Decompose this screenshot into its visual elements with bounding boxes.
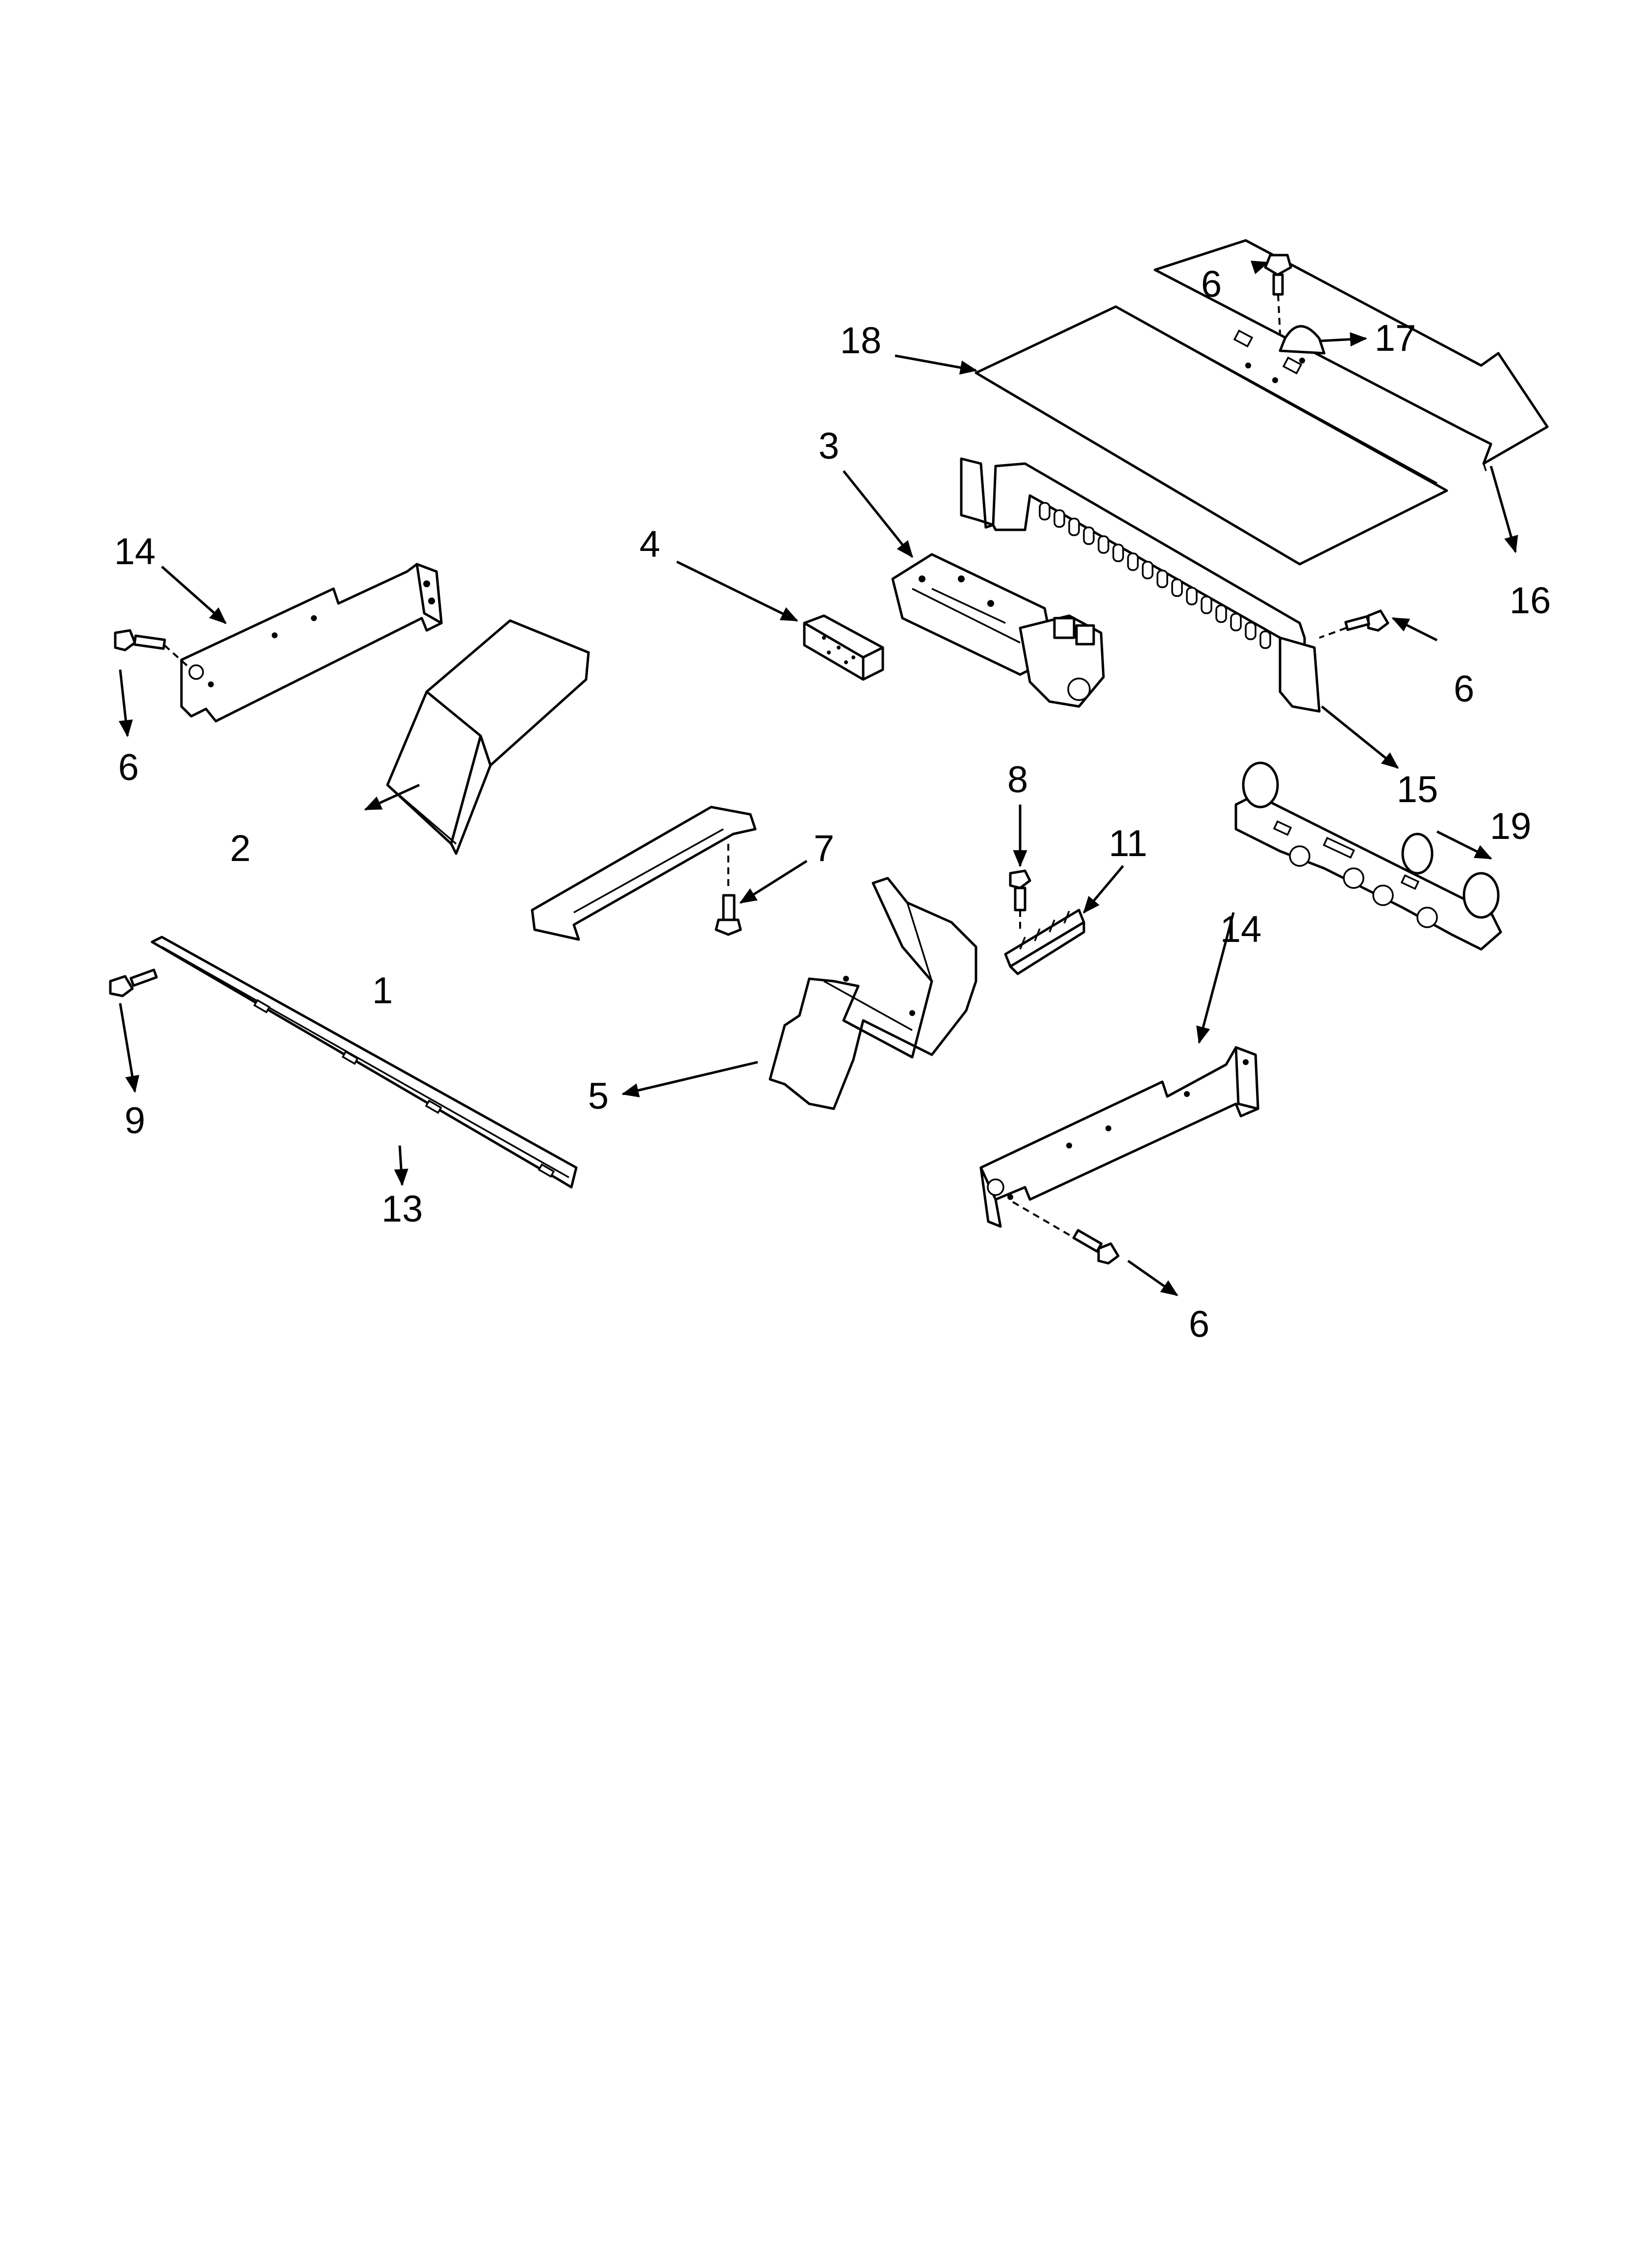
callout-18: 18 — [840, 320, 882, 362]
part-8-screw — [1009, 869, 1031, 930]
callout-3: 3 — [819, 425, 839, 467]
part-9-screw — [109, 968, 158, 997]
callout-14-right: 14 — [1220, 909, 1262, 950]
part-6-screw-right — [1319, 609, 1389, 639]
part-2-duct — [386, 619, 590, 855]
part-15-slotted-bracket — [960, 457, 1321, 713]
callout-14-left: 14 — [114, 531, 156, 573]
callout-11: 11 — [1109, 823, 1148, 864]
part-18-cover-sheet — [975, 305, 1448, 566]
part-4-block — [803, 614, 884, 681]
part-17-clamp — [1279, 325, 1326, 364]
part-16-top-panel — [1154, 239, 1549, 471]
callout-16: 16 — [1510, 580, 1551, 622]
part-6-screw-left — [114, 629, 190, 668]
part-11-terminal-block — [1004, 909, 1085, 975]
callout-5: 5 — [588, 1075, 609, 1117]
part-14-bracket-right — [979, 1046, 1259, 1228]
part-6-screw-bottom — [1012, 1201, 1120, 1265]
callout-17: 17 — [1375, 317, 1416, 359]
part-6-screw-top — [1264, 254, 1292, 334]
callout-19: 19 — [1490, 806, 1532, 847]
callout-2: 2 — [230, 828, 251, 869]
callout-6-right: 6 — [1454, 668, 1474, 710]
callout-6-left: 6 — [118, 747, 139, 788]
leader-lines — [118, 261, 1518, 1297]
part-3-control-module — [891, 553, 1105, 708]
part-19-mount-plate — [1234, 761, 1502, 951]
callout-15: 15 — [1397, 769, 1438, 810]
callout-6-top: 6 — [1201, 263, 1222, 305]
callout-6-bottom: 6 — [1189, 1303, 1209, 1345]
part-13-long-strip — [151, 936, 578, 1189]
callout-13: 13 — [382, 1188, 423, 1230]
callout-labels: 1 2 3 4 5 6 6 6 6 7 8 9 11 13 14 14 15 1… — [114, 263, 1551, 1345]
callout-4: 4 — [640, 523, 660, 565]
part-5-shield — [769, 877, 977, 1110]
part-1-channel — [531, 806, 757, 941]
part-7-screw — [715, 844, 742, 936]
part-14-bracket-left — [180, 563, 443, 723]
callout-9: 9 — [125, 1100, 145, 1142]
bracket-slots — [1039, 502, 1271, 649]
callout-1: 1 — [372, 970, 393, 1012]
callout-8: 8 — [1007, 759, 1028, 801]
callout-7: 7 — [814, 828, 834, 869]
